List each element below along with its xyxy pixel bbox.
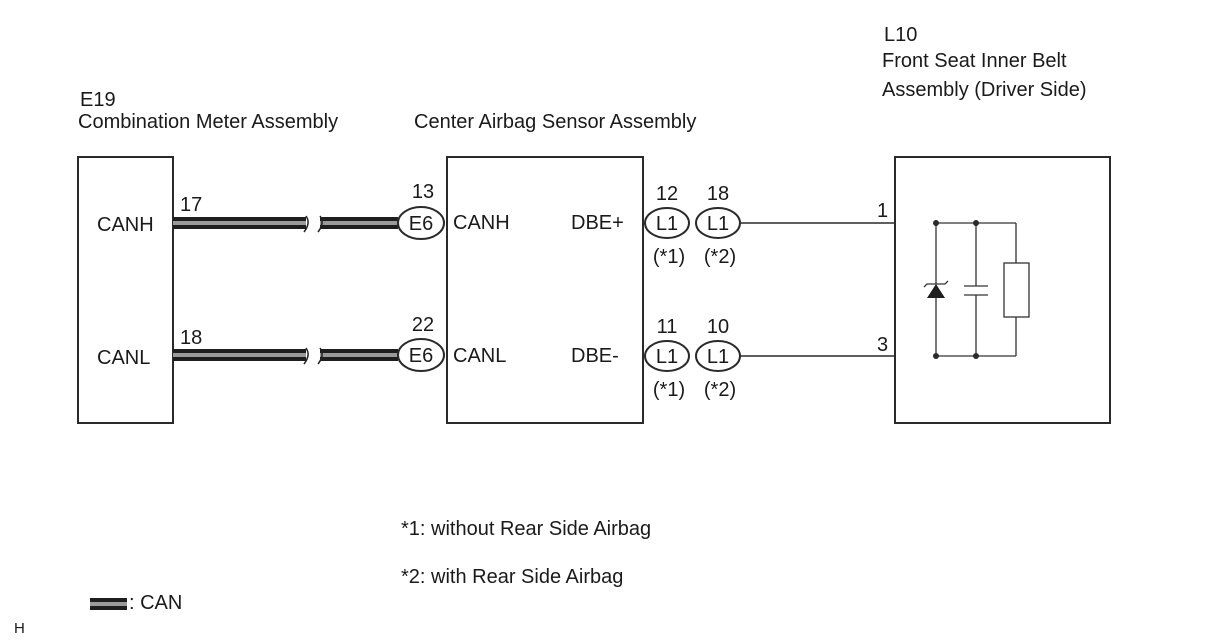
sensor-dbe-minus-label: DBE- (571, 345, 619, 367)
note-2: *2: with Rear Side Airbag (401, 566, 623, 588)
sensor-canl-label: CANL (453, 345, 506, 367)
connector-l1-dbe-minus-a-note: (*1) (653, 379, 685, 401)
connector-l1-dbe-minus-a: L1 (644, 340, 690, 372)
connector-l1-dbe-plus-b-note: (*2) (704, 246, 736, 268)
can-legend-swatch (90, 598, 127, 610)
meter-canh-label: CANH (97, 214, 154, 236)
seat-belt-box (894, 156, 1111, 424)
belt-title-line2: Assembly (Driver Side) (882, 79, 1086, 101)
can-legend-label: : CAN (129, 592, 182, 614)
sensor-dbe-plus-label: DBE+ (571, 212, 624, 234)
belt-code: L10 (884, 24, 917, 46)
connector-l1-dbe-plus-a-note: (*1) (653, 246, 685, 268)
center-airbag-sensor-box (446, 156, 644, 424)
sensor-canh-label: CANH (453, 212, 510, 234)
belt-internal-circuit (923, 220, 1030, 359)
meter-pin-17: 17 (180, 194, 202, 216)
combination-meter-box (77, 156, 174, 424)
connector-l1-dbe-plus-b: L1 (695, 207, 741, 239)
canh-bus-wire (173, 215, 398, 233)
connector-l1-dbe-minus-b-note: (*2) (704, 379, 736, 401)
belt-title-line1: Front Seat Inner Belt (882, 50, 1067, 72)
connector-e6-canl-label: E6 (409, 345, 433, 367)
connector-e6-canh-label: E6 (409, 213, 433, 235)
connector-l1-dbe-minus-b: L1 (695, 340, 741, 372)
connector-e6-canh: E6 (397, 206, 445, 240)
connector-l1-dbe-plus-a-pin: 12 (656, 183, 678, 205)
note-1: *1: without Rear Side Airbag (401, 518, 651, 540)
connector-e6-canl-pin: 22 (412, 314, 434, 336)
connector-l1-dbe-plus-b-pin: 18 (707, 183, 729, 205)
connector-l1-dbe-plus-a-label: L1 (656, 213, 678, 235)
meter-canl-label: CANL (97, 347, 150, 369)
belt-pin-3: 3 (877, 334, 888, 356)
connector-e6-canh-pin: 13 (412, 181, 434, 203)
zener-diode-icon (927, 284, 945, 298)
connector-l1-dbe-minus-b-pin: 10 (707, 316, 729, 338)
resistor-icon (1003, 262, 1030, 318)
connector-l1-dbe-plus-a: L1 (644, 207, 690, 239)
connector-l1-dbe-plus-b-label: L1 (707, 213, 729, 235)
corner-mark: H (14, 620, 25, 637)
connector-l1-dbe-minus-a-label: L1 (656, 346, 678, 368)
connector-l1-dbe-minus-a-pin: 11 (657, 316, 678, 338)
belt-pin-1: 1 (877, 200, 888, 222)
connector-e6-canl: E6 (397, 338, 445, 372)
canl-bus-wire (173, 347, 398, 365)
meter-code: E19 (80, 89, 116, 111)
connector-l1-dbe-minus-b-label: L1 (707, 346, 729, 368)
meter-pin-18: 18 (180, 327, 202, 349)
meter-title: Combination Meter Assembly (78, 111, 338, 133)
sensor-title: Center Airbag Sensor Assembly (414, 111, 696, 133)
